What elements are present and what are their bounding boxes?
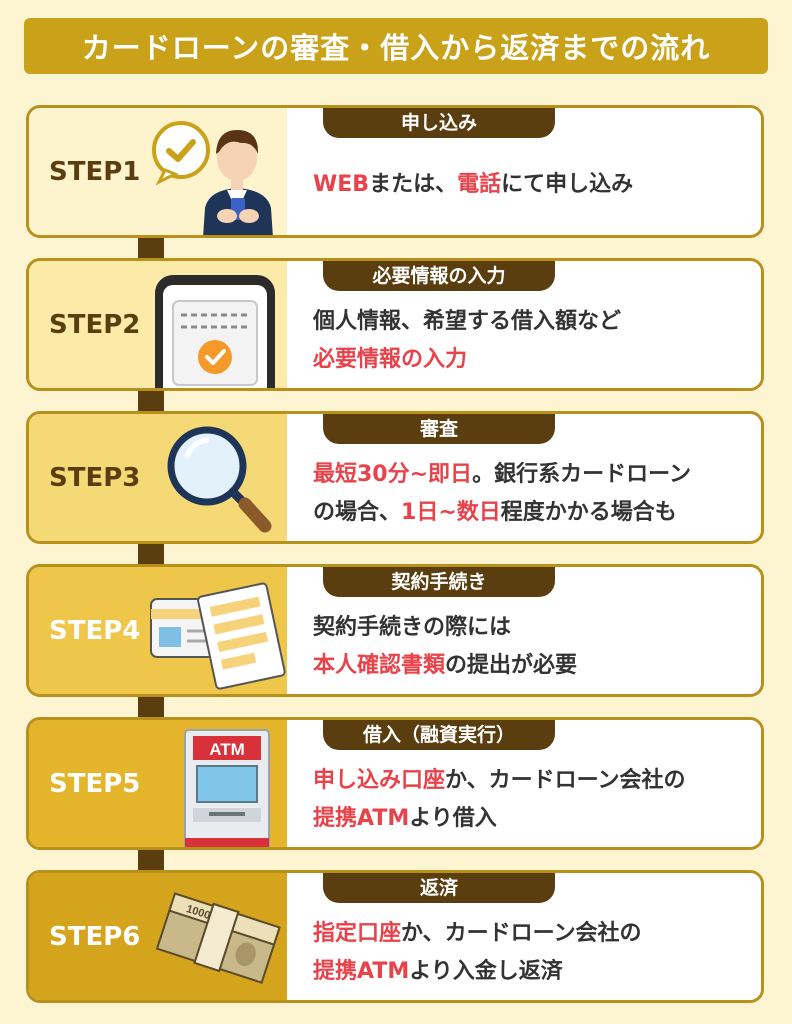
description-text: より入金し返済 bbox=[409, 959, 563, 984]
highlight-text: 申し込み口座 bbox=[313, 768, 446, 793]
step-2-panel: STEP2 bbox=[29, 261, 287, 388]
banknote-bundle-icon: 1000 bbox=[155, 892, 281, 984]
description-text: の場合、 bbox=[313, 500, 402, 525]
description-text: 契約手続きの際には bbox=[313, 615, 512, 640]
description-line: 本人確認書類の提出が必要 bbox=[313, 647, 751, 685]
description-line: 契約手続きの際には bbox=[313, 609, 751, 647]
highlight-text: 必要情報の入力 bbox=[313, 347, 468, 372]
step-5-label: STEP5 bbox=[49, 768, 141, 799]
step-5-panel: STEP5 ATM bbox=[29, 720, 287, 847]
highlight-text: 最短30分~即日 bbox=[313, 462, 473, 487]
step-2-tab: 必要情報の入力 bbox=[323, 261, 555, 291]
step-4-description: 契約手続きの際には本人確認書類の提出が必要 bbox=[313, 609, 751, 685]
step-2-content: 必要情報の入力 個人情報、希望する借入額など必要情報の入力 bbox=[287, 261, 761, 388]
step-5-description: 申し込み口座か、カードローン会社の提携ATMより借入 bbox=[313, 762, 751, 838]
page-title: カードローンの審査・借入から返済までの流れ bbox=[24, 18, 768, 74]
description-line: 申し込み口座か、カードローン会社の bbox=[313, 762, 751, 800]
description-line: 指定口座か、カードローン会社の bbox=[313, 915, 751, 953]
description-line: 最短30分~即日。銀行系カードローン bbox=[313, 456, 751, 494]
step-3-content: 審査 最短30分~即日。銀行系カードローンの場合、1日~数日程度かかる場合も bbox=[287, 414, 761, 541]
highlight-text: 提携ATM bbox=[313, 959, 410, 984]
step-6-content: 返済 指定口座か、カードローン会社の提携ATMより入金し返済 bbox=[287, 873, 761, 1000]
step-2-label: STEP2 bbox=[49, 309, 141, 340]
highlight-text: WEB bbox=[313, 172, 370, 197]
description-line: 提携ATMより借入 bbox=[313, 800, 751, 838]
step-6-panel: STEP6 1000 bbox=[29, 873, 287, 1000]
person-phone-check-icon bbox=[152, 121, 273, 235]
description-text: より借入 bbox=[409, 806, 497, 831]
step-1-tab: 申し込み bbox=[323, 108, 555, 138]
description-line: 提携ATMより入金し返済 bbox=[313, 953, 751, 991]
step-6-description: 指定口座か、カードローン会社の提携ATMより入金し返済 bbox=[313, 915, 751, 991]
step-5-tab: 借入（融資実行） bbox=[323, 720, 555, 750]
description-line: WEBまたは、電話にて申し込み bbox=[313, 166, 751, 204]
description-text: にて申し込み bbox=[501, 172, 634, 197]
description-line: 必要情報の入力 bbox=[313, 341, 751, 379]
contract-documents-icon bbox=[150, 582, 286, 690]
description-text: または、 bbox=[369, 172, 458, 197]
step-3-description: 最短30分~即日。銀行系カードローンの場合、1日~数日程度かかる場合も bbox=[313, 456, 751, 532]
highlight-text: 本人確認書類 bbox=[313, 653, 446, 678]
step-4-tab: 契約手続き bbox=[323, 567, 555, 597]
step-1-label: STEP1 bbox=[49, 156, 141, 187]
description-text: 。銀行系カードローン bbox=[472, 462, 691, 487]
step-3: STEP3 審査 最短30分~即日。銀行系カードローンの場合、1日~数日程度かか… bbox=[26, 411, 764, 544]
step-1-content: 申し込み WEBまたは、電話にて申し込み bbox=[287, 108, 761, 235]
step-5-content: 借入（融資実行） 申し込み口座か、カードローン会社の提携ATMより借入 bbox=[287, 720, 761, 847]
highlight-text: 提携ATM bbox=[313, 806, 410, 831]
highlight-text: 電話 bbox=[457, 172, 502, 197]
description-text: の提出が必要 bbox=[445, 653, 578, 678]
step-3-panel: STEP3 bbox=[29, 414, 287, 541]
step-2: STEP2 必要情報の入力 個人情報、希望する借入額など必要情報の入力 bbox=[26, 258, 764, 391]
smartphone-form-icon bbox=[155, 275, 275, 388]
step-3-label: STEP3 bbox=[49, 462, 141, 493]
step-1: STEP1 申し込み WEBまたは、電話にて申し込み bbox=[26, 105, 764, 238]
step-6-label: STEP6 bbox=[49, 921, 141, 952]
description-text: か、カードローン会社の bbox=[445, 768, 686, 793]
step-4-panel: STEP4 bbox=[29, 567, 287, 694]
step-6-tab: 返済 bbox=[323, 873, 555, 903]
step-4-label: STEP4 bbox=[49, 615, 141, 646]
step-5: STEP5 ATM 借入（融資実行） 申し込み口座か、カードローン会社の提携AT… bbox=[26, 717, 764, 850]
step-4-content: 契約手続き 契約手続きの際には本人確認書類の提出が必要 bbox=[287, 567, 761, 694]
description-line: の場合、1日~数日程度かかる場合も bbox=[313, 494, 751, 532]
highlight-text: 1日~数日 bbox=[401, 500, 501, 525]
atm-sign-text: ATM bbox=[209, 740, 245, 759]
step-6: STEP6 1000 返済 指定口座か、カードローン会社の提携ATMより入金し返… bbox=[26, 870, 764, 1003]
magnifying-glass-icon bbox=[167, 426, 272, 533]
description-text: 程度かかる場合も bbox=[500, 500, 677, 525]
step-4: STEP4 契約手続き 契約手続きの際には本人確認書類の提出が必要 bbox=[26, 564, 764, 697]
step-3-tab: 審査 bbox=[323, 414, 555, 444]
step-1-description: WEBまたは、電話にて申し込み bbox=[313, 166, 751, 204]
step-1-panel: STEP1 bbox=[29, 108, 287, 235]
atm-machine-icon: ATM bbox=[184, 729, 270, 847]
highlight-text: 指定口座 bbox=[313, 921, 402, 946]
description-line: 個人情報、希望する借入額など bbox=[313, 303, 751, 341]
description-text: か、カードローン会社の bbox=[401, 921, 642, 946]
description-text: 個人情報、希望する借入額など bbox=[313, 309, 622, 334]
step-2-description: 個人情報、希望する借入額など必要情報の入力 bbox=[313, 303, 751, 379]
